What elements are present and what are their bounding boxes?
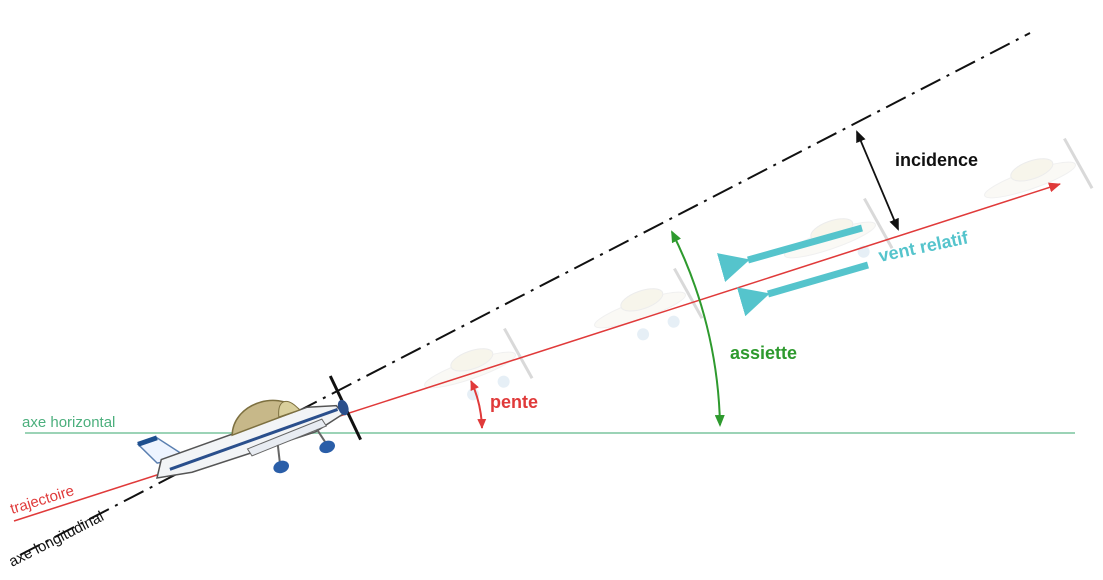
horizontal-axis-label: axe horizontal xyxy=(22,414,115,431)
longitudinal-axis-label: axe longitudinal xyxy=(6,508,107,570)
longitudinal-axis-line xyxy=(19,32,1031,556)
incidence-arrow xyxy=(856,130,899,231)
aircraft-icon xyxy=(136,375,362,479)
relative-wind-arrow-lower xyxy=(736,261,869,317)
slope-label: pente xyxy=(490,392,538,412)
slope-arc xyxy=(470,380,487,429)
ghost-aircraft-group xyxy=(424,137,1094,401)
attitude-label: assiette xyxy=(730,343,797,363)
relative-wind-arrow-upper xyxy=(716,224,863,283)
relative-wind-label: vent relatif xyxy=(877,227,971,266)
incidence-label: incidence xyxy=(895,150,978,170)
attitude-arc xyxy=(671,230,725,427)
